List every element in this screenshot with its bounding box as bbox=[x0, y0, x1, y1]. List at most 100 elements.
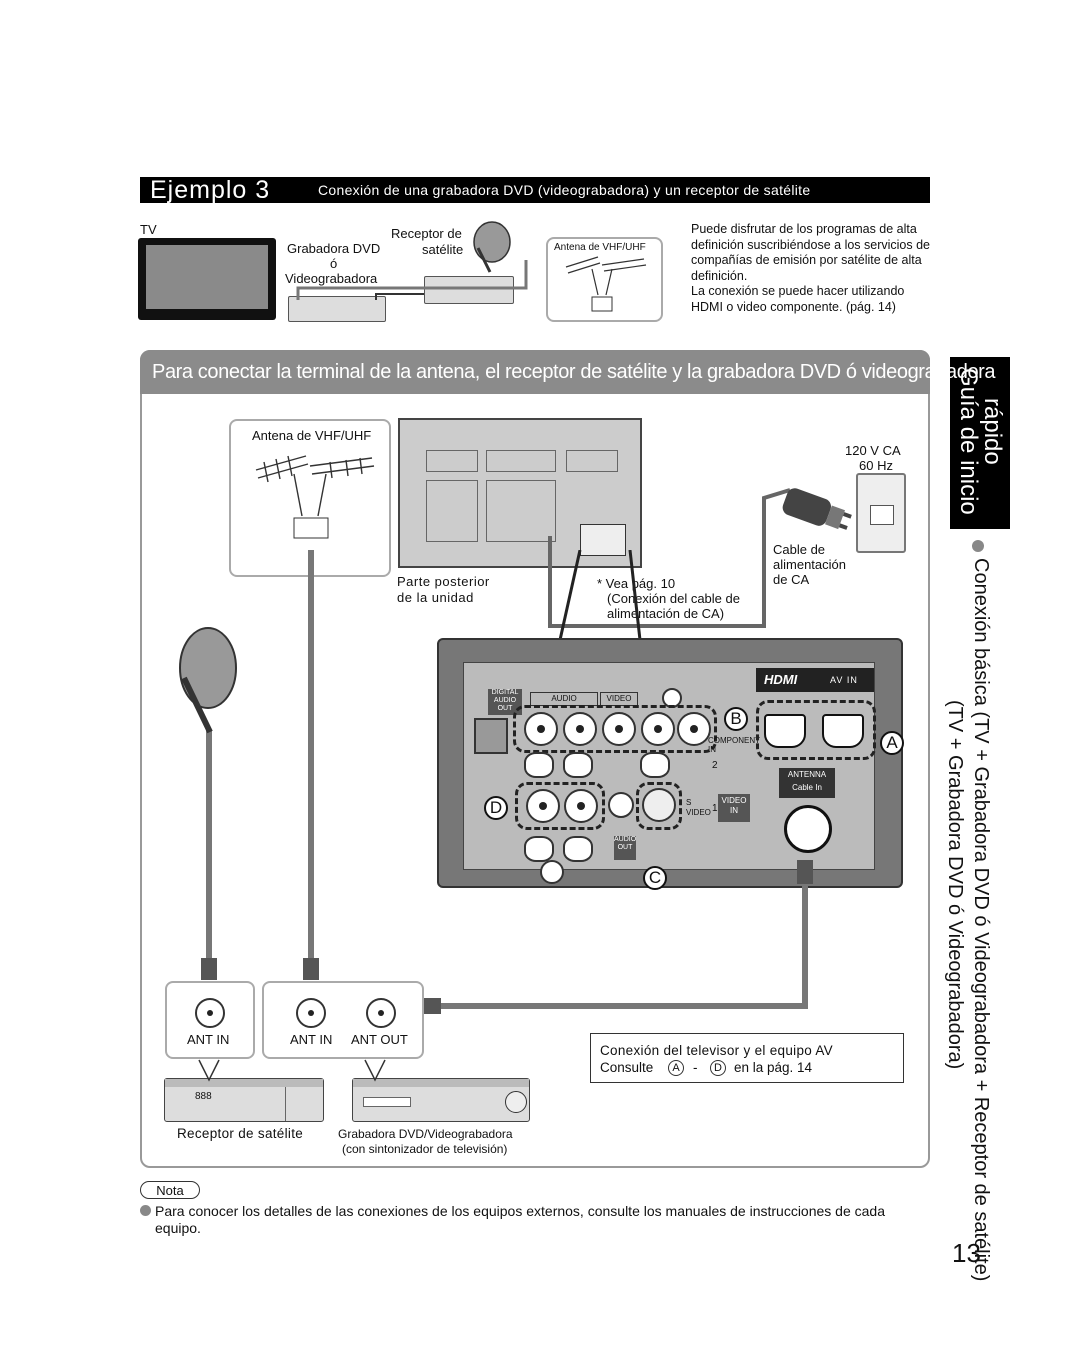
antenna-small-icon bbox=[565, 256, 647, 312]
dvd-recorder bbox=[352, 1078, 530, 1122]
antenna-label-top: Antena de VHF/UHF bbox=[554, 242, 646, 253]
main-cables bbox=[201, 550, 813, 1014]
optical-port[interactable] bbox=[474, 718, 508, 754]
display-888: 888 bbox=[195, 1091, 212, 1102]
s-video-jack[interactable] bbox=[642, 788, 676, 822]
note-bullet bbox=[140, 1205, 151, 1216]
connection-ref-post: en la pág. 14 bbox=[734, 1060, 813, 1075]
rca-jack-row2[interactable] bbox=[640, 752, 670, 778]
s-video-label: S VIDEO bbox=[686, 798, 711, 817]
dvd-label-1: Grabadora DVD bbox=[287, 241, 381, 256]
ant-out-label: ANT OUT bbox=[351, 1032, 408, 1047]
connection-ref-pre: Consulte bbox=[600, 1060, 654, 1075]
tv-illustration bbox=[138, 238, 276, 320]
dvd-recorder-label-2: (con sintonizador de televisión) bbox=[342, 1142, 508, 1156]
antenna-port[interactable] bbox=[784, 805, 832, 853]
main-title-bar bbox=[140, 350, 930, 394]
hdmi-logo: HDMI bbox=[764, 672, 798, 687]
component-label: COMPONENT IN bbox=[708, 736, 760, 754]
letter-c: C bbox=[643, 866, 667, 890]
hdmi-port-2[interactable] bbox=[822, 714, 864, 748]
rca-jack-row2[interactable] bbox=[524, 752, 554, 778]
rca-jack-row3[interactable] bbox=[563, 836, 593, 862]
power-cable-3: de CA bbox=[773, 572, 810, 587]
rca-jack[interactable] bbox=[526, 789, 560, 823]
ant-in-label-2: ANT IN bbox=[290, 1032, 333, 1047]
group-d bbox=[515, 782, 605, 830]
rca-jack-small[interactable] bbox=[608, 792, 634, 818]
ant-box-dvd bbox=[262, 981, 424, 1059]
see-page-2: (Conexión del cable de bbox=[607, 591, 740, 606]
satellite-receiver-small bbox=[424, 276, 514, 304]
group-b bbox=[513, 705, 717, 753]
side-tab-text-2: rápido bbox=[979, 398, 1006, 465]
device-arrows bbox=[198, 1059, 386, 1082]
letter-b: B bbox=[724, 707, 748, 731]
power-cable-2: alimentación bbox=[773, 557, 846, 572]
tv-label: TV bbox=[140, 222, 157, 237]
av-in-label: AV IN bbox=[830, 675, 858, 685]
satellite-receiver: 888 bbox=[164, 1078, 324, 1122]
rca-jack[interactable] bbox=[524, 712, 558, 746]
voltage-1: 120 V CA bbox=[845, 443, 901, 458]
ant-in-jack-dvd[interactable] bbox=[296, 998, 326, 1028]
power-cable-1: Cable de bbox=[773, 542, 826, 557]
video-in-label: VIDEO IN bbox=[718, 794, 750, 822]
antenna-label: Antena de VHF/UHF bbox=[252, 428, 372, 443]
group-a bbox=[756, 700, 876, 760]
ant-out-jack-dvd[interactable] bbox=[366, 998, 396, 1028]
rca-jack[interactable] bbox=[641, 712, 675, 746]
dvd-label-2: ó bbox=[330, 256, 338, 271]
side-line-2: (TV + Grabadora DVD ó Videograbadora) bbox=[944, 700, 966, 1070]
cable-in-label: Cable In bbox=[792, 783, 822, 792]
zoom-lines bbox=[558, 550, 642, 641]
ant-in-jack-satellite[interactable] bbox=[195, 998, 225, 1028]
example-label: Ejemplo 3 bbox=[150, 176, 271, 204]
main-title: Para conectar la terminal de la antena, … bbox=[152, 361, 996, 383]
satellite-dish-icon bbox=[179, 627, 237, 734]
top-info-text: Puede disfrutar de los programas de alta… bbox=[691, 222, 931, 314]
rca-jack[interactable] bbox=[602, 712, 636, 746]
ant-in-label-1: ANT IN bbox=[187, 1032, 230, 1047]
audio-out-label: AUDIO OUT bbox=[614, 836, 636, 860]
power-outlet bbox=[856, 473, 906, 553]
connection-box bbox=[590, 1033, 904, 1083]
rca-jack-row2[interactable] bbox=[563, 752, 593, 778]
sat-label-1: Receptor de bbox=[391, 226, 462, 241]
satellite-dish-small-icon bbox=[473, 221, 511, 273]
connection-title: Conexión del televisor y el equipo AV bbox=[600, 1043, 833, 1058]
side-line-1: Conexión básica (TV + Grabadora DVD ó Vi… bbox=[970, 558, 992, 1282]
hdmi-header bbox=[756, 668, 874, 692]
connection-ref-a: A bbox=[668, 1060, 684, 1076]
top-wires bbox=[296, 260, 528, 300]
sat-label-2: satélite bbox=[422, 242, 464, 257]
antenna-port-label: ANTENNA bbox=[787, 770, 827, 779]
side-tab bbox=[950, 357, 1010, 529]
nota-label: Nota bbox=[140, 1181, 200, 1199]
dvd-recorder-small bbox=[288, 296, 386, 322]
example-subtitle: Conexión de una grabadora DVD (videograb… bbox=[318, 182, 811, 198]
rca-jack-row4[interactable] bbox=[540, 860, 564, 884]
page-number: 13 bbox=[952, 1238, 981, 1268]
group-c bbox=[636, 782, 682, 830]
rear-label-2: de la unidad bbox=[397, 590, 474, 605]
rca-jack[interactable] bbox=[563, 712, 597, 746]
rca-jack[interactable] bbox=[677, 712, 711, 746]
dvd-label-3: Videograbadora bbox=[285, 271, 378, 286]
header-bar bbox=[140, 177, 930, 203]
tv-rear bbox=[398, 418, 642, 568]
antenna-icon bbox=[255, 455, 375, 539]
power-cord bbox=[548, 488, 852, 628]
hdmi-port-1[interactable] bbox=[764, 714, 806, 748]
dvd-recorder-label-1: Grabadora DVD/Videograbadora bbox=[338, 1127, 513, 1141]
sat-receiver-label: Receptor de satélite bbox=[177, 1126, 304, 1141]
letter-d: D bbox=[484, 796, 508, 820]
voltage-2: 60 Hz bbox=[859, 458, 893, 473]
num-2: 2 bbox=[712, 760, 718, 771]
letter-a: A bbox=[880, 731, 904, 755]
side-tab-text-1: Guía de inicio bbox=[955, 368, 982, 515]
num-1: 1 bbox=[712, 803, 718, 814]
connection-ref-dash: - bbox=[693, 1060, 698, 1075]
rca-jack-row3[interactable] bbox=[524, 836, 554, 862]
rca-jack[interactable] bbox=[564, 789, 598, 823]
